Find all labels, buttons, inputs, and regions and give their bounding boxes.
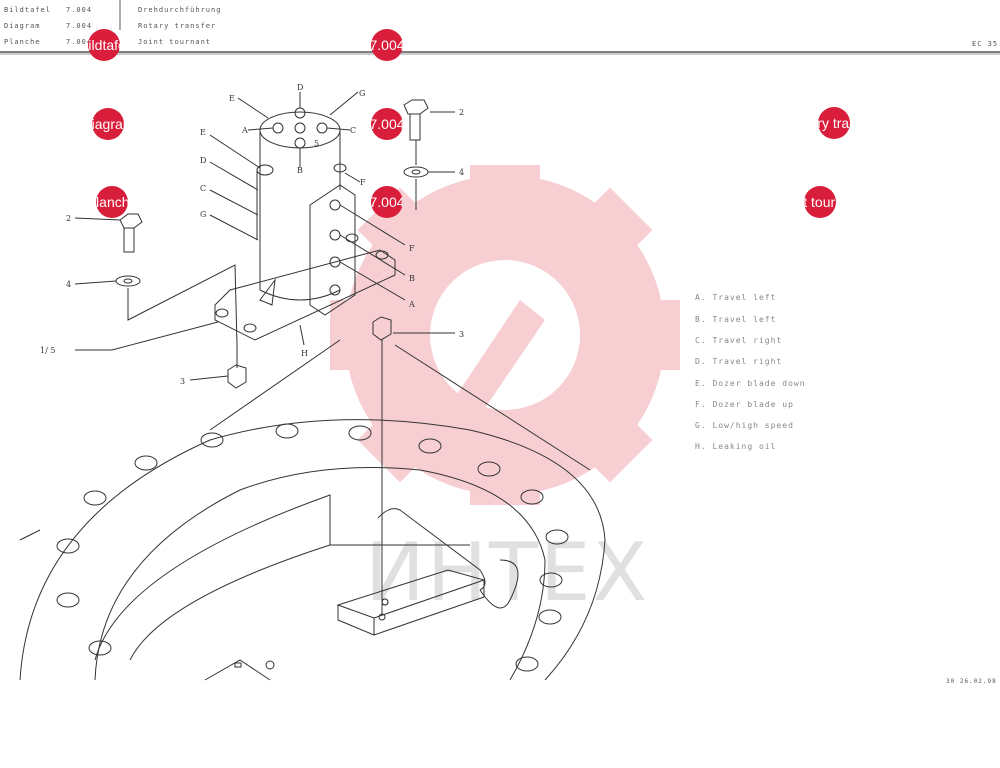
svg-text:A: A (241, 126, 248, 135)
svg-text:A: A (408, 300, 415, 309)
header-label-3: Planche (4, 38, 41, 46)
header-label-2: Diagram (4, 22, 41, 30)
svg-text:B: B (409, 274, 415, 283)
svg-text:2: 2 (66, 214, 71, 223)
svg-text:D: D (200, 156, 206, 165)
legend-item: G. Low/high speed (695, 421, 794, 430)
header-value-2: 7.004 (66, 22, 93, 30)
svg-text:F: F (409, 244, 415, 253)
svg-text:C: C (350, 126, 356, 135)
svg-text:4: 4 (459, 168, 464, 177)
hotspot-diagram-value[interactable]: 7.004 (371, 108, 403, 140)
watermark-text: ИНТЕХ (365, 526, 649, 619)
svg-text:E: E (229, 94, 235, 103)
header-value-1: 7.004 (66, 6, 93, 14)
header-rules (0, 0, 1000, 55)
svg-text:G: G (359, 89, 365, 98)
svg-text:1/ 5: 1/ 5 (40, 346, 55, 355)
svg-text:E: E (200, 128, 206, 137)
svg-text:5: 5 (314, 139, 319, 148)
header-label-1: Bildtafel (4, 6, 51, 14)
rotary-joint (74, 91, 591, 615)
hotspot-label: Planche (96, 194, 128, 210)
legend-item: C. Travel right (695, 336, 783, 345)
hotspot-label: Bildtafel (88, 37, 120, 53)
hotspot-planche[interactable]: Planche (96, 186, 128, 218)
svg-text:3: 3 (459, 330, 464, 339)
hotspot-diagram[interactable]: Diagram (92, 108, 124, 140)
svg-text:2: 2 (459, 108, 464, 117)
hotspot-joint-tournant[interactable]: Joint tournant (804, 186, 836, 218)
hotspot-label: 7.004 (371, 116, 403, 132)
svg-text:4: 4 (66, 280, 71, 289)
model-code: EC 35 (972, 40, 999, 48)
legend-item: F. Dozer blade up (695, 400, 794, 409)
legend-item: H. Leaking oil (695, 442, 777, 451)
legend-item: E. Dozer blade down (695, 379, 806, 388)
svg-text:D: D (297, 83, 303, 92)
svg-text:G: G (200, 210, 206, 219)
svg-text:C: C (200, 184, 206, 193)
header-desc-3: Joint tournant (138, 38, 212, 46)
hotspot-label: 7.004 (371, 37, 403, 53)
hotspot-label: Rotary transfer (818, 115, 850, 131)
header-value-3: 7.004 (66, 38, 93, 46)
hotspot-label: Joint tournant (804, 194, 836, 210)
svg-text:H: H (301, 349, 308, 358)
callouts: D E G A C B 5 E D C G F F B A 2 4 2 4 3 … (40, 83, 464, 386)
legend-item: A. Travel left (695, 293, 777, 302)
hotspot-label: 7.004 (371, 194, 403, 210)
svg-text:3: 3 (180, 377, 185, 386)
header-desc-2: Rotary transfer (138, 22, 217, 30)
svg-text:B: B (297, 166, 303, 175)
footer-code: 30 26.02.98 (946, 678, 997, 685)
legend-item: D. Travel right (695, 357, 783, 366)
hotspot-bildtafel[interactable]: Bildtafel (88, 29, 120, 61)
hotspot-planche-value[interactable]: 7.004 (371, 186, 403, 218)
hotspot-bildtafel-value[interactable]: 7.004 (371, 29, 403, 61)
header-desc-1: Drehdurchführung (138, 6, 222, 14)
hotspot-label: Diagram (92, 116, 124, 132)
page-bottom (0, 681, 1000, 768)
svg-text:F: F (360, 178, 366, 187)
legend-item: B. Travel left (695, 315, 777, 324)
hotspot-rotary-transfer[interactable]: Rotary transfer (818, 107, 850, 139)
